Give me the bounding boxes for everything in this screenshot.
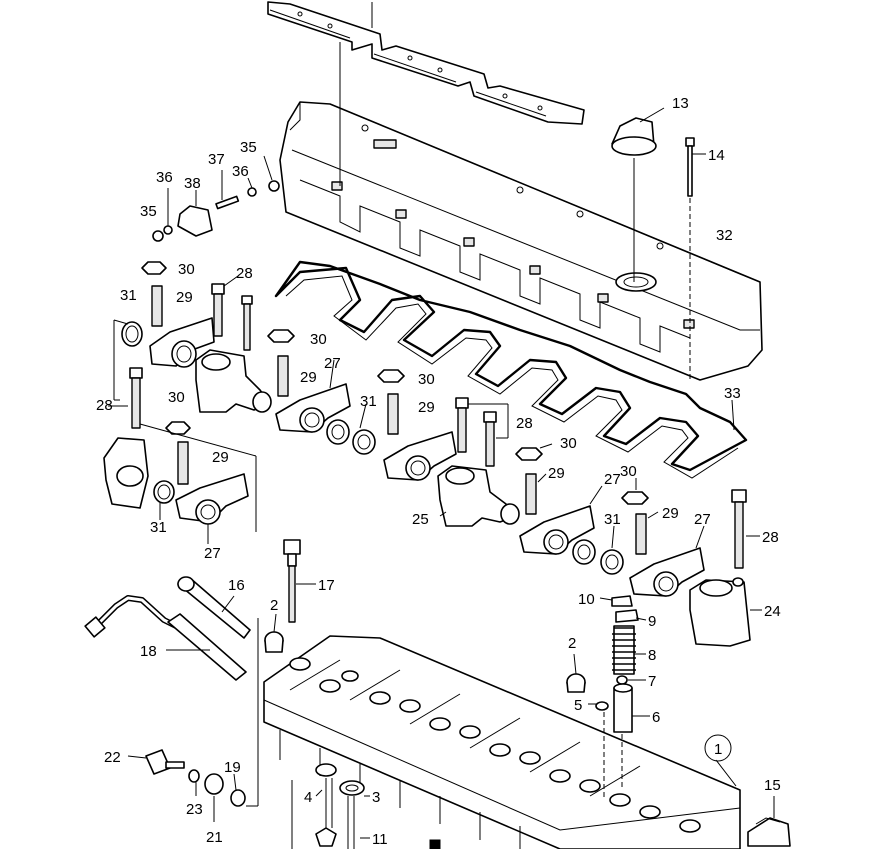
callout-18: 18 (140, 643, 157, 660)
callout-28: 28 (96, 397, 113, 414)
callout-7: 7 (648, 673, 656, 690)
callout-2: 2 (568, 635, 576, 652)
plug-2-left (246, 613, 284, 807)
fuel-pipe-18 (84, 595, 247, 681)
callout-30: 30 (620, 463, 637, 480)
callout-24: 24 (764, 603, 781, 620)
callout-15: 15 (764, 777, 781, 794)
callout-21: 21 (206, 829, 223, 846)
callout-1-circle (704, 734, 732, 762)
callout-2: 2 (270, 597, 278, 614)
callout-labels: 13 14 32 33 35 35 36 36 37 38 30 29 31 2… (96, 95, 781, 848)
callout-29: 29 (662, 505, 679, 522)
callout-29: 29 (418, 399, 435, 416)
callout-28: 28 (516, 415, 533, 432)
callout-3: 3 (372, 789, 380, 806)
callout-11: 11 (372, 831, 388, 848)
callout-30: 30 (418, 371, 435, 388)
rocker-group-center (267, 329, 520, 527)
valve-train-stack (588, 595, 650, 798)
callout-14: 14 (708, 147, 725, 164)
callout-29: 29 (176, 289, 193, 306)
cylinder-head (263, 635, 741, 849)
rocker-group-right (515, 443, 762, 647)
callout-13: 13 (672, 95, 689, 112)
callout-27: 27 (694, 511, 711, 528)
callout-37: 37 (208, 151, 225, 168)
callout-25: 25 (412, 511, 429, 528)
callout-31: 31 (150, 519, 167, 536)
callout-38: 38 (184, 175, 201, 192)
callout-30: 30 (310, 331, 327, 348)
plug-2-right (566, 653, 586, 693)
callout-5: 5 (574, 697, 582, 714)
callout-16: 16 (228, 577, 245, 594)
callout-4: 4 (304, 789, 312, 806)
callout-27: 27 (604, 471, 621, 488)
callout-17: 17 (318, 577, 335, 594)
callout-31: 31 (120, 287, 137, 304)
callout-31: 31 (604, 511, 621, 528)
cover-gasket (274, 260, 748, 479)
callout-30: 30 (168, 389, 185, 406)
callout-28: 28 (236, 265, 253, 282)
injector-16 (177, 576, 251, 639)
callout-19: 19 (224, 759, 241, 776)
callout-36: 36 (156, 169, 173, 186)
callout-27: 27 (204, 545, 221, 562)
callout-35: 35 (240, 139, 257, 156)
callout-35: 35 (140, 203, 157, 220)
valve-cover (279, 42, 763, 381)
callout-23: 23 (186, 801, 203, 818)
callout-22: 22 (104, 749, 121, 766)
rocker-group-left (113, 261, 272, 413)
callout-1: 1 (714, 741, 722, 758)
callout-30: 30 (178, 261, 195, 278)
callout-10: 10 (578, 591, 595, 608)
rocker-group-lower-left (103, 367, 257, 544)
bracket-15 (747, 796, 791, 847)
oil-filler-cap (611, 107, 665, 282)
callout-31: 31 (360, 393, 377, 410)
callout-36: 36 (232, 163, 249, 180)
callout-33: 33 (724, 385, 741, 402)
cover-bolt (685, 137, 706, 380)
head-bolt-17 (283, 539, 316, 623)
heat-shield-plate (267, 1, 585, 125)
callout-29: 29 (212, 449, 229, 466)
callout-27: 27 (324, 355, 341, 372)
valves-and-seals (291, 763, 441, 849)
callout-6: 6 (652, 709, 660, 726)
callout-29: 29 (300, 369, 317, 386)
callout-30: 30 (560, 435, 577, 452)
callout-28: 28 (762, 529, 779, 546)
callout-32: 32 (716, 227, 733, 244)
vent-fasteners (152, 155, 280, 242)
callout-29: 29 (548, 465, 565, 482)
callout-8: 8 (648, 647, 656, 664)
callout-9: 9 (648, 613, 656, 630)
sensor-assembly (127, 749, 246, 822)
